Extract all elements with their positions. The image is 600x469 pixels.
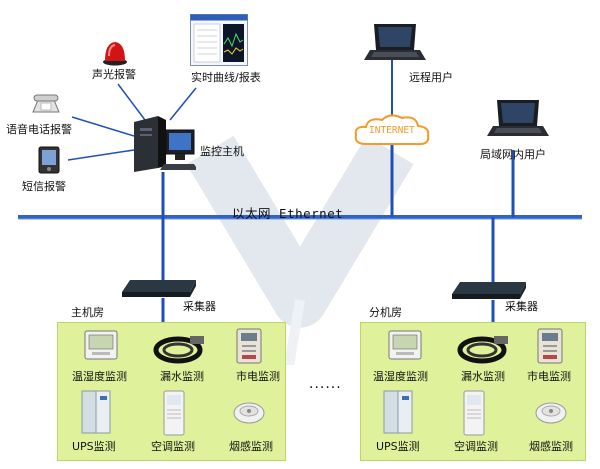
main-air-conditioner-icon [163, 390, 185, 436]
branch-room-title: 分机房 [369, 306, 402, 319]
branch-temp-humidity-label: 温湿度监测 [373, 370, 428, 383]
host-voice-link [71, 116, 135, 137]
telephone-icon [32, 94, 60, 113]
branch-power-meter-label: 市电监测 [527, 370, 571, 383]
main-smoke-detector-label: 烟感监测 [229, 440, 273, 453]
branch-air-conditioner-label: 空调监测 [454, 440, 498, 453]
branch-water-leak-icon [457, 336, 508, 364]
mobile-phone-icon [38, 146, 60, 174]
main-room-title: 主机房 [71, 306, 104, 319]
more-rooms-ellipsis: ...... [309, 376, 342, 392]
host-chart-link [169, 87, 197, 121]
monitor-host-icon [134, 116, 196, 172]
main-water-leak-label: 漏水监测 [160, 370, 204, 383]
sms-alarm-label: 短信报警 [22, 180, 66, 193]
remote-laptop-icon [364, 24, 426, 60]
collector-right-label: 采集器 [505, 300, 538, 313]
internet-label: INTERNET [369, 125, 415, 136]
internet-cloud-icon [354, 114, 430, 146]
lan-laptop-icon [487, 100, 549, 136]
host-sms-link [67, 149, 135, 161]
branch-water-leak-label: 漏水监测 [461, 370, 505, 383]
main-ups-label: UPS监测 [72, 440, 116, 453]
realtime-chart-label: 实时曲线/报表 [191, 71, 261, 84]
branch-smoke-detector-label: 烟感监测 [529, 440, 573, 453]
remote-user-label: 远程用户 [409, 71, 453, 84]
collector-left-label: 采集器 [183, 300, 216, 313]
main-power-meter-icon [236, 328, 262, 364]
branch-temp-humidity-icon [388, 330, 422, 360]
main-air-conditioner-label: 空调监测 [151, 440, 195, 453]
branch-air-conditioner-icon [463, 390, 485, 436]
main-smoke-detector-icon [233, 402, 265, 424]
branch-power-meter-icon [537, 328, 563, 364]
collector-right-icon [452, 282, 526, 299]
main-temp-humidity-label: 温湿度监测 [72, 370, 127, 383]
voice-alarm-label: 语音电话报警 [6, 123, 72, 136]
monitor-host-label: 监控主机 [200, 145, 244, 158]
main-ups-icon [81, 390, 111, 434]
branch-ups-label: UPS监测 [376, 440, 420, 453]
ethernet-label: 以太网 Ethernet [232, 206, 344, 221]
main-temp-humidity-icon [84, 330, 118, 360]
realtime-chart-icon [190, 14, 248, 66]
host-alarm-light-link [117, 83, 149, 125]
main-power-meter-label: 市电监测 [236, 370, 280, 383]
branch-ups-icon [383, 390, 413, 434]
alarm-light-label: 声光报警 [92, 68, 136, 81]
lan-user-label: 局域网内用户 [480, 148, 546, 161]
branch-smoke-detector-icon [535, 402, 567, 424]
collector-left-icon [122, 280, 196, 297]
main-water-leak-icon [153, 336, 204, 364]
alarm-light-icon [103, 42, 127, 66]
